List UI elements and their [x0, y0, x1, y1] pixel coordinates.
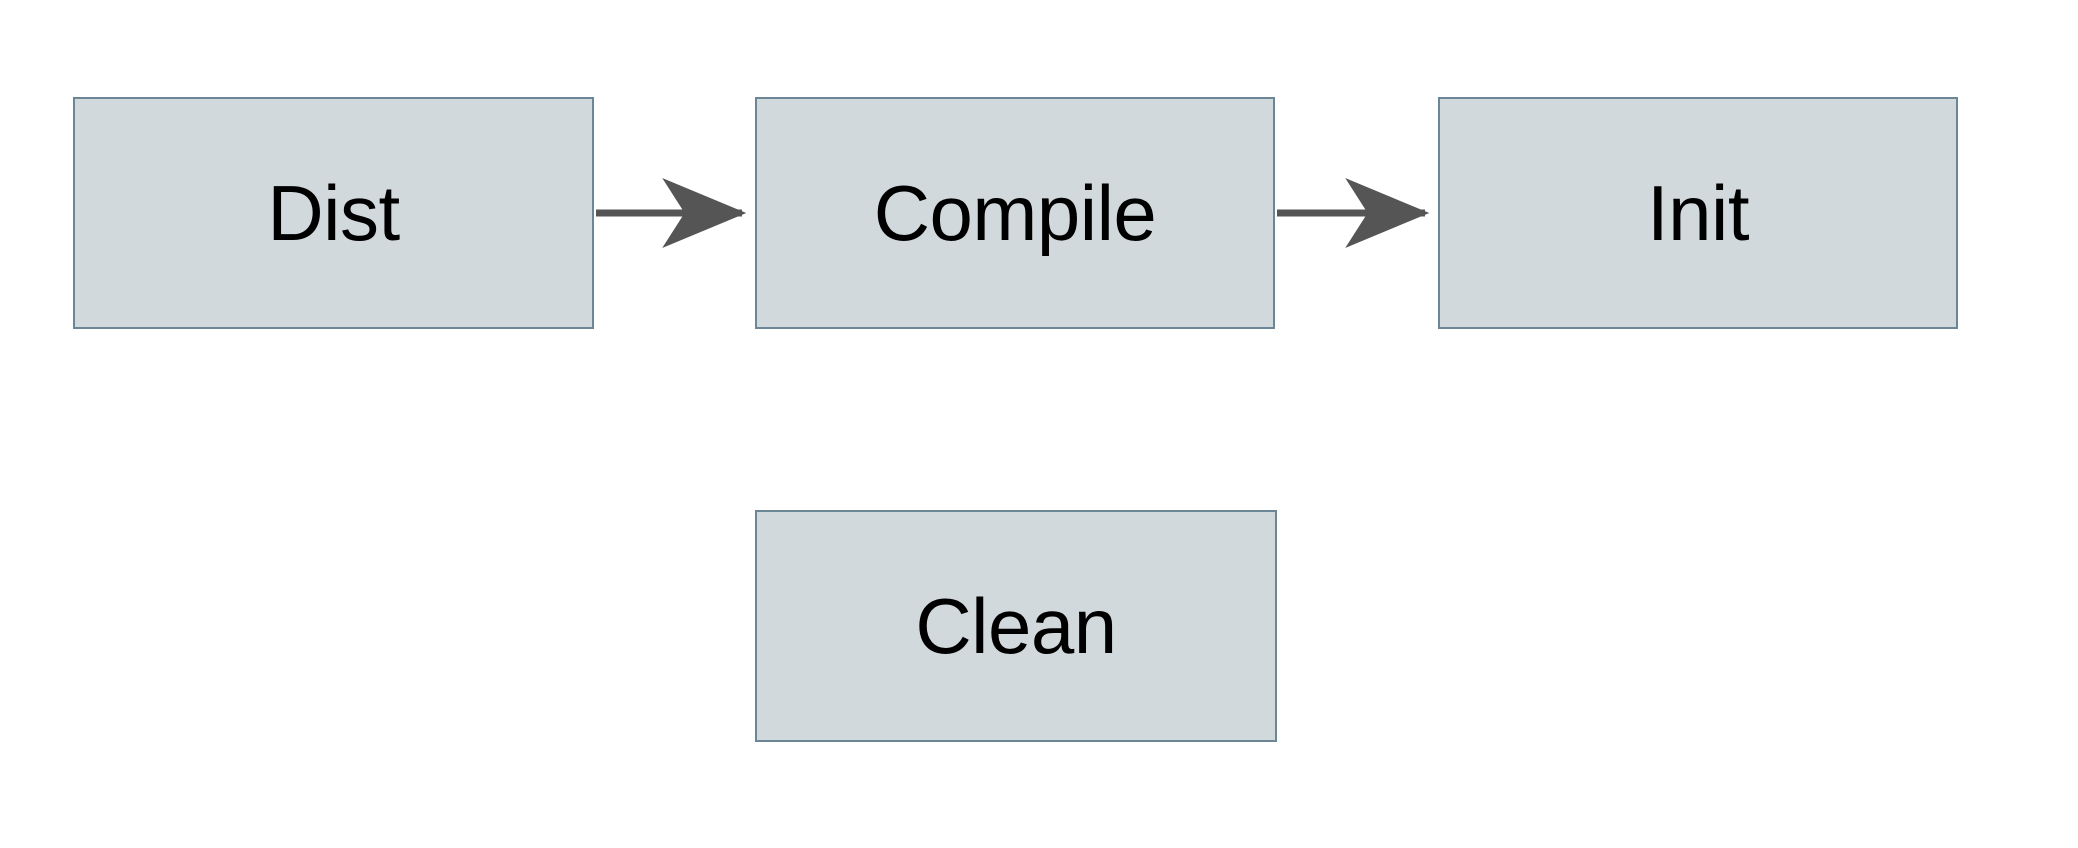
node-init-label: Init	[1646, 169, 1750, 257]
node-init[interactable]: Init	[1438, 97, 1958, 329]
node-compile[interactable]: Compile	[755, 97, 1275, 329]
node-clean-label: Clean	[915, 582, 1117, 670]
node-dist-label: Dist	[267, 169, 400, 257]
node-compile-label: Compile	[873, 169, 1157, 257]
node-clean[interactable]: Clean	[755, 510, 1277, 742]
node-dist[interactable]: Dist	[73, 97, 594, 329]
